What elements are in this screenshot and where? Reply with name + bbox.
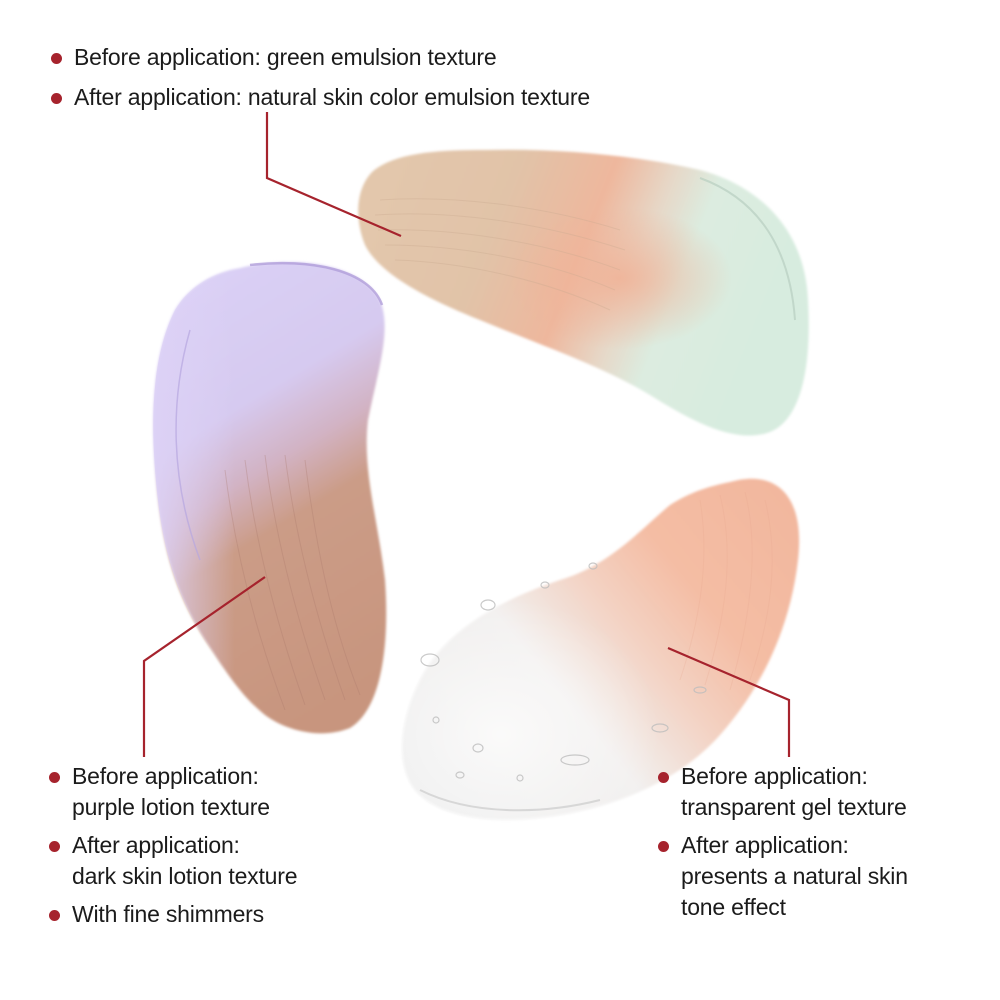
caption-item-after: After application: dark skin lotion text… — [46, 830, 298, 892]
caption-text: dark skin lotion texture — [72, 863, 298, 889]
caption-text: transparent gel texture — [681, 794, 907, 820]
bullet-icon — [49, 910, 60, 921]
leader-line-right — [667, 646, 791, 757]
caption-text: With fine shimmers — [72, 901, 264, 927]
caption-green-emulsion: Before application: green emulsion textu… — [48, 42, 590, 122]
leader-line-left — [142, 576, 266, 757]
purple-lotion-swatch — [153, 261, 387, 734]
caption-text: tone effect — [681, 894, 786, 920]
bullet-icon — [658, 772, 669, 783]
transparent-gel-swatch — [402, 478, 800, 820]
green-emulsion-swatch — [358, 149, 809, 436]
bullet-icon — [49, 841, 60, 852]
bullet-icon — [51, 53, 62, 64]
caption-item-after: After application: natural skin color em… — [48, 82, 590, 113]
leader-line-top — [265, 112, 402, 238]
caption-text: presents a natural skin — [681, 863, 908, 889]
caption-text: Before application: — [72, 763, 259, 789]
caption-item-before: Before application: purple lotion textur… — [46, 761, 297, 823]
caption-text: After application: natural skin color em… — [74, 84, 590, 110]
leader-lines — [142, 112, 791, 757]
caption-item-before: Before application: green emulsion textu… — [48, 42, 590, 73]
caption-text: After application: — [72, 832, 240, 858]
caption-text: Before application: — [681, 763, 868, 789]
caption-text: Before application: green emulsion textu… — [74, 44, 497, 70]
caption-text: After application: — [681, 832, 849, 858]
caption-text: purple lotion texture — [72, 794, 270, 820]
caption-item-shimmer: With fine shimmers — [46, 899, 297, 930]
caption-transparent-gel: Before application: transparent gel text… — [655, 761, 908, 930]
bullet-icon — [49, 772, 60, 783]
caption-item-after: After application: presents a natural sk… — [655, 830, 908, 923]
caption-purple-lotion: Before application: purple lotion textur… — [46, 761, 298, 937]
caption-item-before: Before application: transparent gel text… — [655, 761, 908, 823]
bullet-icon — [658, 841, 669, 852]
bullet-icon — [51, 93, 62, 104]
